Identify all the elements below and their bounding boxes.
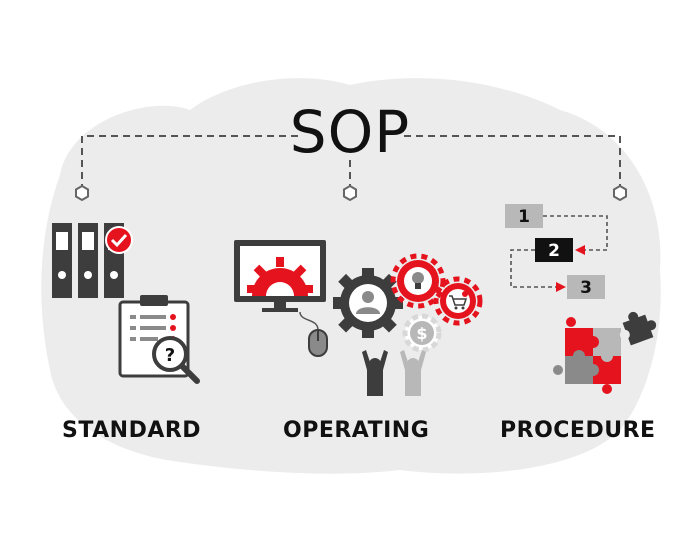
flow-steps-icon: 1 2 3: [505, 204, 608, 299]
checkmark-badge-icon: [105, 226, 133, 254]
dollar-gear-icon: $: [402, 313, 442, 353]
magnifier-question-icon: ?: [152, 336, 200, 384]
node-hexagon-center: [343, 184, 357, 202]
step-2-box: [535, 238, 573, 262]
team-people-icon: [362, 350, 426, 396]
step-1-label: 1: [518, 207, 530, 227]
step-2-label: 2: [548, 241, 560, 261]
connector-lines: [81, 135, 621, 186]
label-standard: STANDARD: [62, 418, 202, 443]
step-3-box: [567, 275, 605, 299]
binders-icon: [52, 223, 124, 298]
node-hexagon-right: [613, 184, 627, 202]
svg-text:$: $: [416, 324, 427, 343]
arrow-to-step-2: [575, 245, 585, 255]
puzzle-icon: [553, 311, 657, 394]
svg-text:?: ?: [165, 345, 175, 366]
step-3-label: 3: [580, 278, 592, 298]
background-blob: [41, 78, 661, 474]
mouse-icon: [299, 311, 328, 357]
lightbulb-gear-icon: [390, 253, 446, 309]
step-1-box: [505, 204, 543, 228]
cart-gear-icon: [433, 276, 483, 326]
user-gear-icon: [333, 268, 403, 338]
connector-nodes: [75, 184, 627, 202]
label-operating: OPERATING: [283, 418, 430, 443]
monitor-gear-icon: [234, 240, 326, 312]
node-hexagon-left: [75, 184, 89, 202]
arrow-to-step-3: [556, 282, 566, 292]
label-procedure: PROCEDURE: [500, 418, 656, 443]
